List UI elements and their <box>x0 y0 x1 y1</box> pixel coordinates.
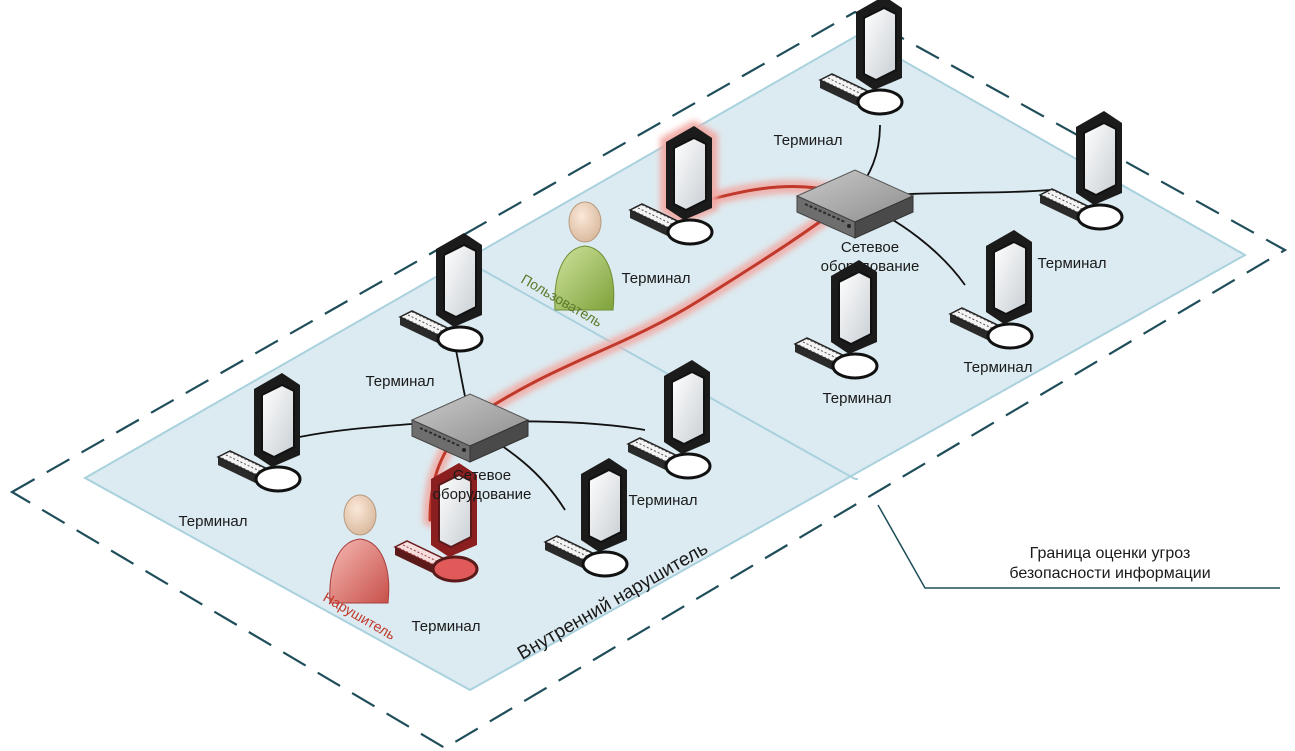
network-zone <box>82 33 1248 692</box>
intruder-person-icon <box>329 494 390 604</box>
network-equipment-label: оборудование <box>821 258 920 275</box>
boundary-caption: Граница оценки угроз <box>1030 545 1191 562</box>
boundary-caption: безопасности информации <box>1009 565 1210 582</box>
terminal-label: Терминал <box>963 359 1032 376</box>
network-equipment-label: оборудование <box>433 486 532 503</box>
terminal-label: Терминал <box>411 618 480 635</box>
boundary-callout-line <box>877 504 1280 589</box>
user-terminal-icon <box>628 120 718 246</box>
terminal-label: Терминал <box>628 492 697 509</box>
terminal-label: Терминал <box>1037 255 1106 272</box>
network-equipment-label: Сетевое <box>453 467 511 484</box>
user-person-icon <box>554 201 615 311</box>
terminal-label: Терминал <box>178 513 247 530</box>
terminal-label: Терминал <box>822 390 891 407</box>
intruder-terminal-icon <box>393 463 479 583</box>
network-equipment-label: Сетевое <box>841 239 899 256</box>
threat-assessment-boundary <box>9 10 1288 750</box>
terminal-label: Терминал <box>621 270 690 287</box>
terminal-label: Терминал <box>773 132 842 149</box>
terminal-label: Терминал <box>365 373 434 390</box>
